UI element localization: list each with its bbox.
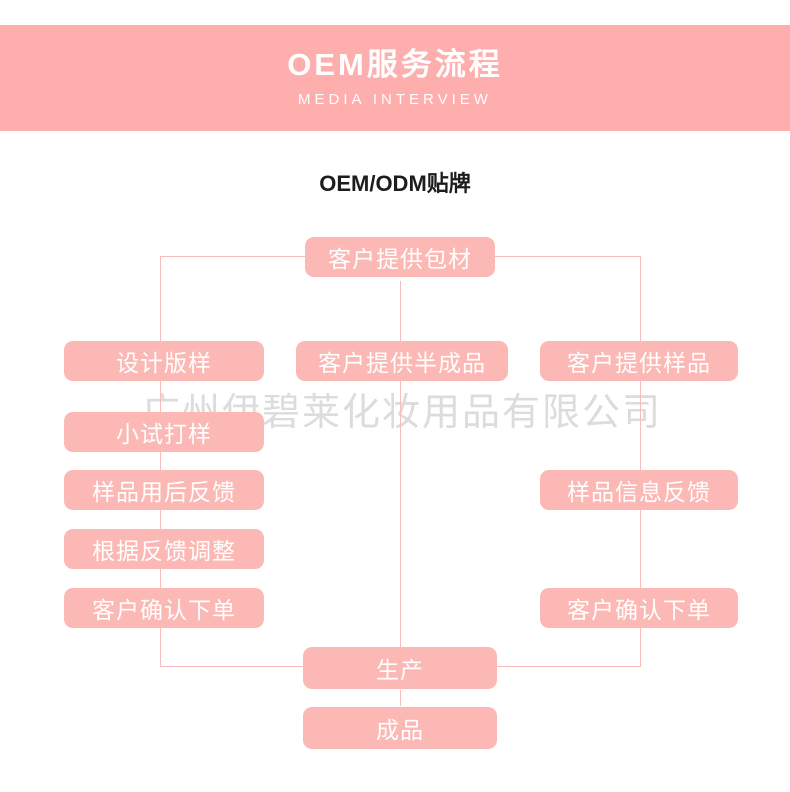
node-finished-product[interactable]: 成品	[303, 707, 497, 749]
node-customer-provides-sample[interactable]: 客户提供样品	[540, 341, 738, 381]
node-customer-provides-packaging[interactable]: 客户提供包材	[305, 237, 495, 277]
node-label: 客户提供样品	[567, 350, 711, 376]
node-adjust-per-feedback[interactable]: 根据反馈调整	[64, 529, 264, 569]
node-label: 客户提供半成品	[318, 350, 486, 376]
section-heading: OEM/ODM贴牌	[319, 171, 471, 196]
node-production[interactable]: 生产	[303, 647, 497, 689]
connector-right-rail	[640, 256, 641, 666]
node-label: 成品	[376, 717, 424, 743]
node-customer-confirm-order-left[interactable]: 客户确认下单	[64, 588, 264, 628]
node-small-trial-sample[interactable]: 小试打样	[64, 412, 264, 452]
node-label: 根据反馈调整	[92, 538, 236, 564]
node-label: 设计版样	[116, 350, 212, 376]
node-sample-usage-feedback[interactable]: 样品用后反馈	[64, 470, 264, 510]
node-label: 客户提供包材	[328, 246, 472, 272]
node-label: 生产	[376, 657, 424, 683]
connector-production-to-finished	[400, 690, 401, 706]
node-label: 样品用后反馈	[92, 479, 236, 505]
node-customer-confirm-order-right[interactable]: 客户确认下单	[540, 588, 738, 628]
node-label: 客户确认下单	[567, 597, 711, 623]
banner-title: OEM服务流程	[287, 47, 503, 83]
connector-top-left-horizontal	[160, 256, 308, 257]
node-label: 小试打样	[116, 421, 212, 447]
connector-left-rail	[160, 256, 161, 666]
connector-top-right-horizontal	[494, 256, 641, 257]
connector-middle-rail	[400, 281, 401, 647]
banner-subtitle: MEDIA INTERVIEW	[298, 90, 492, 108]
node-design-template[interactable]: 设计版样	[64, 341, 264, 381]
page-banner: OEM服务流程 MEDIA INTERVIEW	[0, 25, 790, 131]
node-sample-info-feedback[interactable]: 样品信息反馈	[540, 470, 738, 510]
node-label: 客户确认下单	[92, 597, 236, 623]
node-customer-provides-semifinished[interactable]: 客户提供半成品	[296, 341, 508, 381]
node-label: 样品信息反馈	[567, 479, 711, 505]
